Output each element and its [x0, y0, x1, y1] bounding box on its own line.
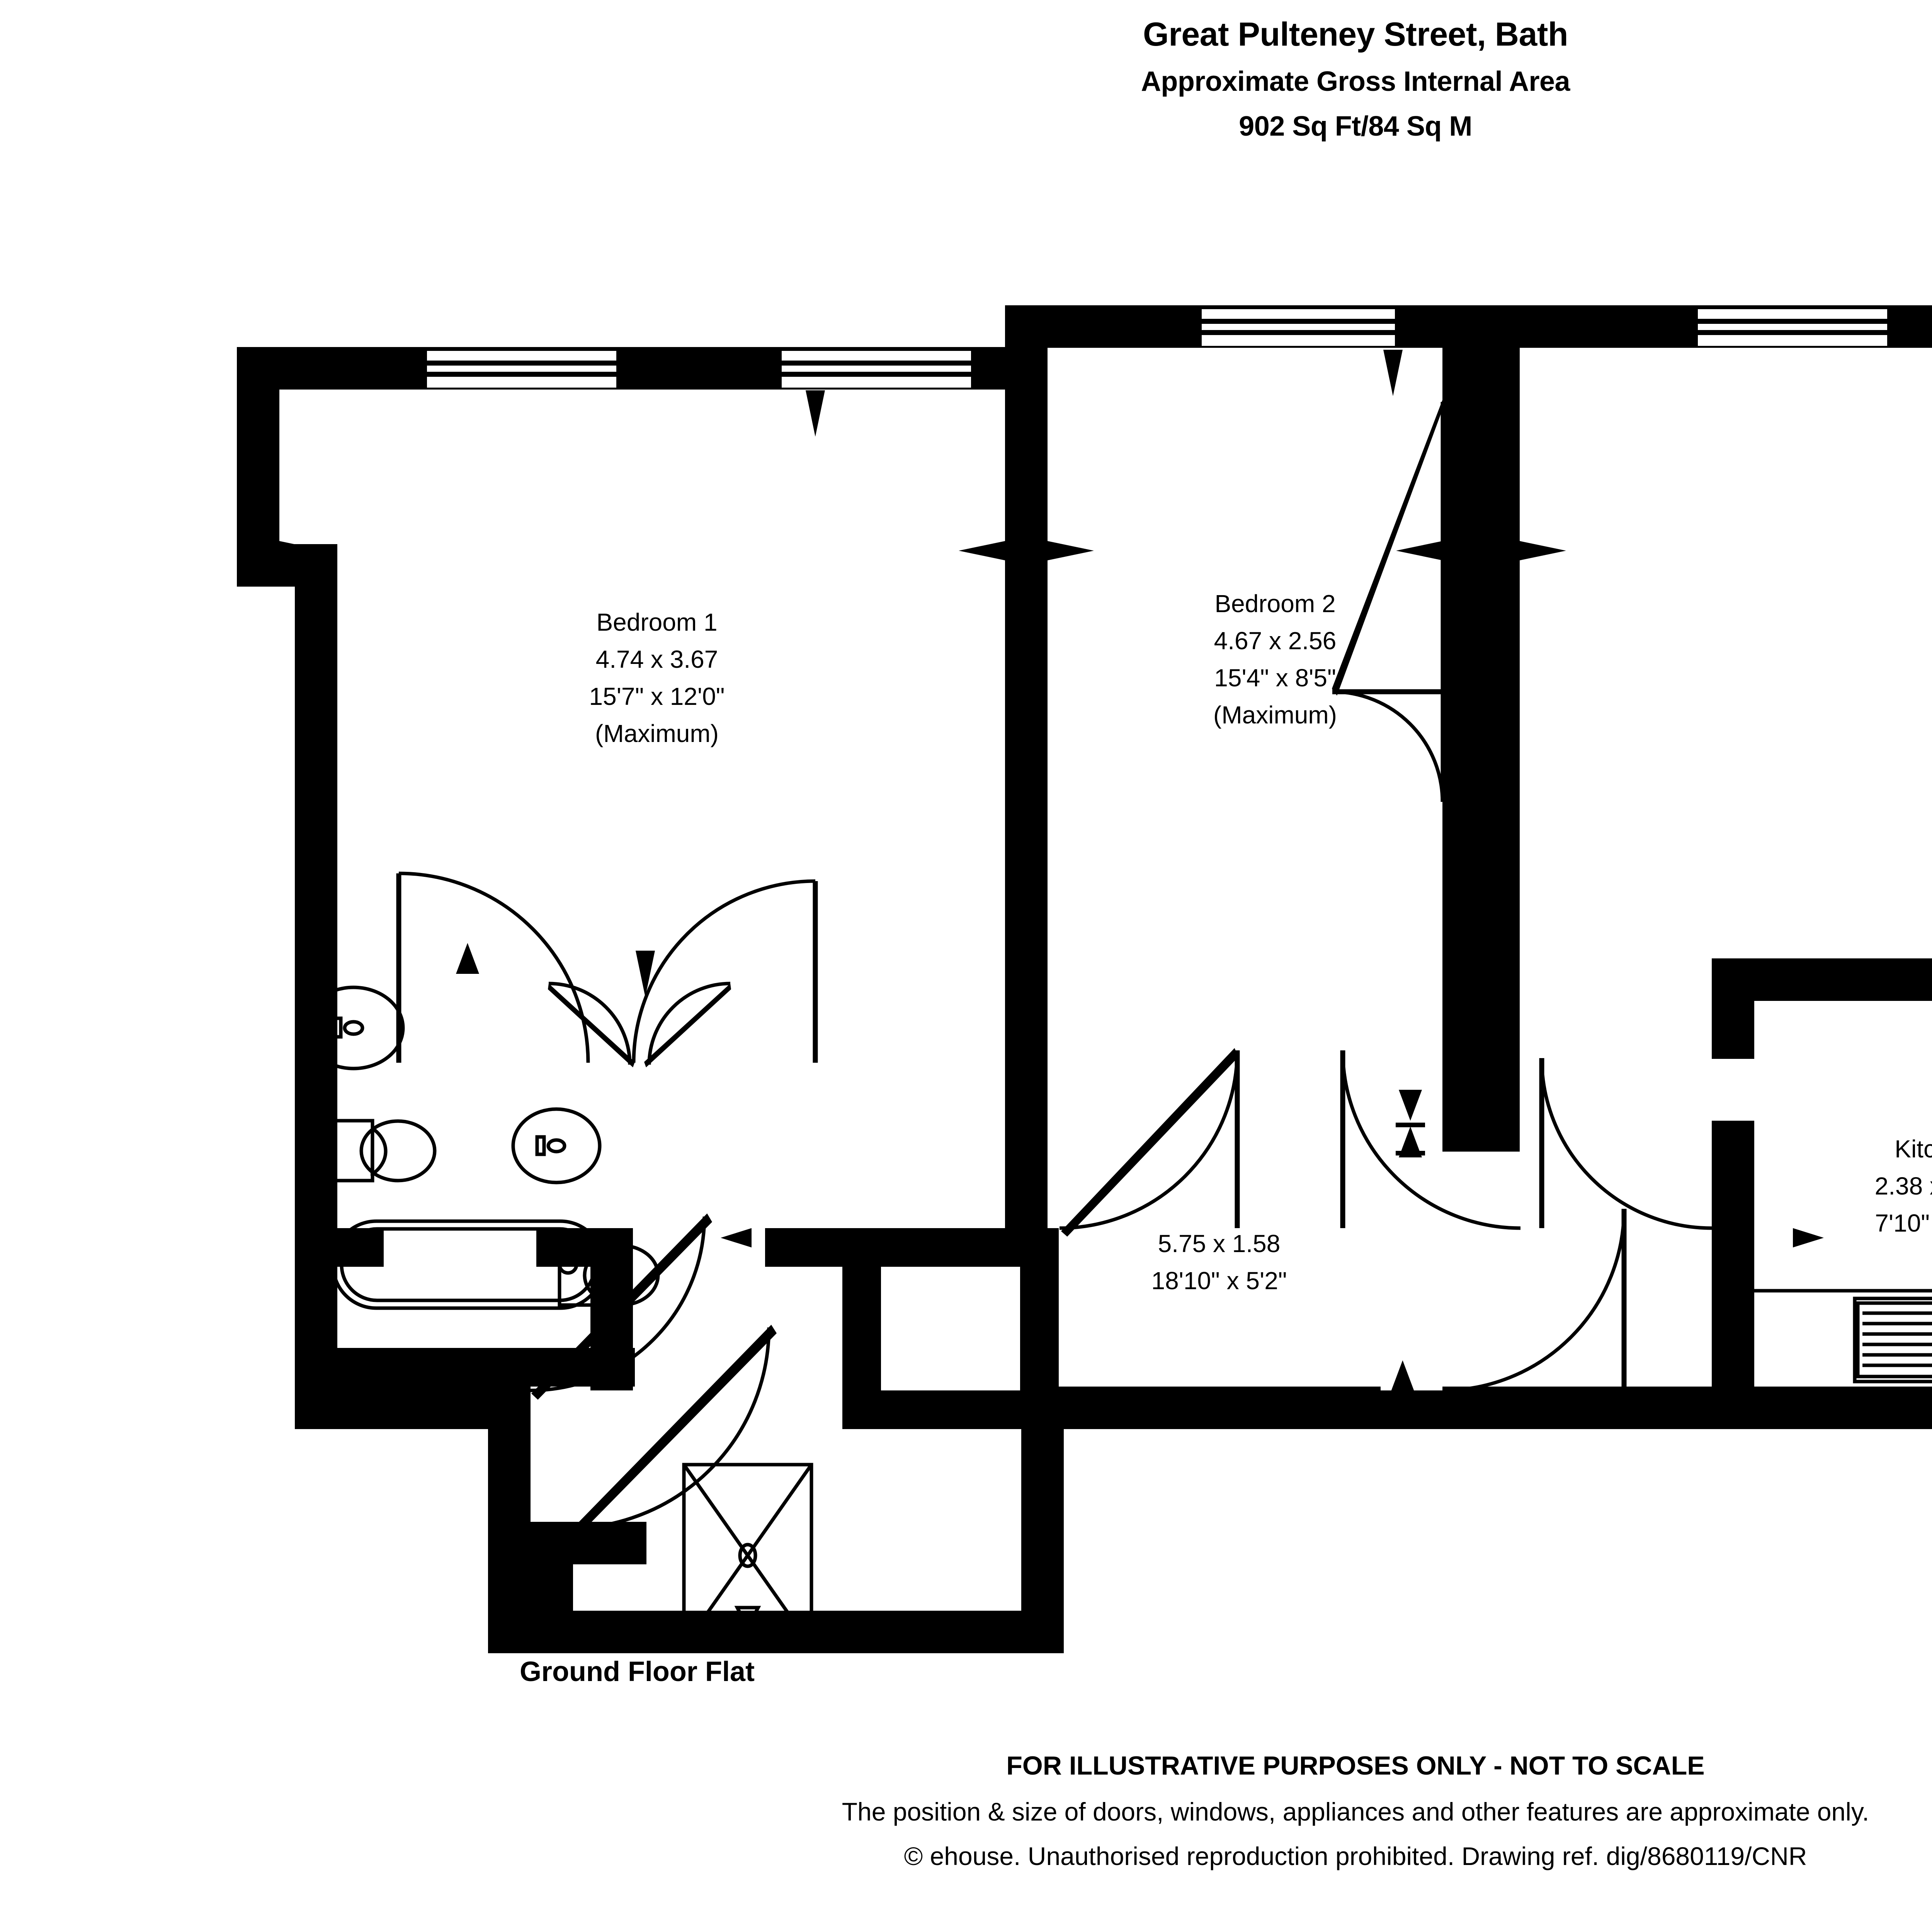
disclaimer-primary: FOR ILLUSTRATIVE PURPOSES ONLY - NOT TO …	[1006, 1751, 1705, 1780]
fixture-kitchen-sink	[1853, 1297, 1932, 1383]
hall-imperial: 18'10" x 5'2"	[1151, 1267, 1287, 1295]
bedroom-1-name: Bedroom 1	[596, 608, 717, 636]
area-value: 902 Sq Ft/84 Sq M	[1239, 111, 1472, 142]
bedroom-1-imperial: 15'7" x 12'0"	[589, 682, 725, 710]
windows	[427, 309, 1887, 388]
fixture-wash-basin-cloakroom	[511, 1107, 602, 1184]
fixture-wash-basin-bathroom	[302, 985, 405, 1070]
page-title: Great Pulteney Street, Bath	[1143, 16, 1568, 53]
bedroom-2-imperial: 15'4" x 8'5"	[1214, 664, 1336, 692]
bedroom-1-metric: 4.74 x 3.67	[596, 645, 718, 673]
fixture-wc-cloakroom	[558, 1243, 660, 1307]
radiator-markers	[279, 350, 1824, 1391]
room-label-hall: 5.75 x 1.58 18'10" x 5'2"	[1151, 1230, 1287, 1295]
walls	[237, 305, 1932, 1653]
hall-metric: 5.75 x 1.58	[1158, 1230, 1281, 1257]
bedroom-1-note: (Maximum)	[595, 720, 719, 747]
copyright-notice: © ehouse. Unauthorised reproduction proh…	[904, 1842, 1807, 1870]
room-label-kitchen: Kitchen 2.38 x 2.36 7'10" x 7'9"	[1875, 1135, 1932, 1237]
bedroom-2-note: (Maximum)	[1213, 701, 1337, 729]
room-label-bedroom-1: Bedroom 1 4.74 x 3.67 15'7" x 12'0" (Max…	[589, 608, 725, 747]
kitchen-imperial: 7'10" x 7'9"	[1875, 1209, 1932, 1237]
kitchen-name: Kitchen	[1895, 1135, 1932, 1163]
disclaimer-secondary: The position & size of doors, windows, a…	[842, 1797, 1869, 1826]
fixture-shower-tray	[682, 1463, 813, 1648]
room-label-bedroom-2: Bedroom 2 4.67 x 2.56 15'4" x 8'5" (Maxi…	[1213, 590, 1337, 729]
bedroom-2-name: Bedroom 2	[1214, 590, 1335, 618]
fixture-wc-bathroom	[333, 1119, 437, 1183]
area-subtitle: Approximate Gross Internal Area	[1141, 66, 1570, 97]
floor-label: Ground Floor Flat	[520, 1656, 755, 1687]
bedroom-2-metric: 4.67 x 2.56	[1214, 627, 1337, 655]
kitchen-metric: 2.38 x 2.36	[1875, 1172, 1932, 1200]
doors	[396, 400, 1712, 1538]
